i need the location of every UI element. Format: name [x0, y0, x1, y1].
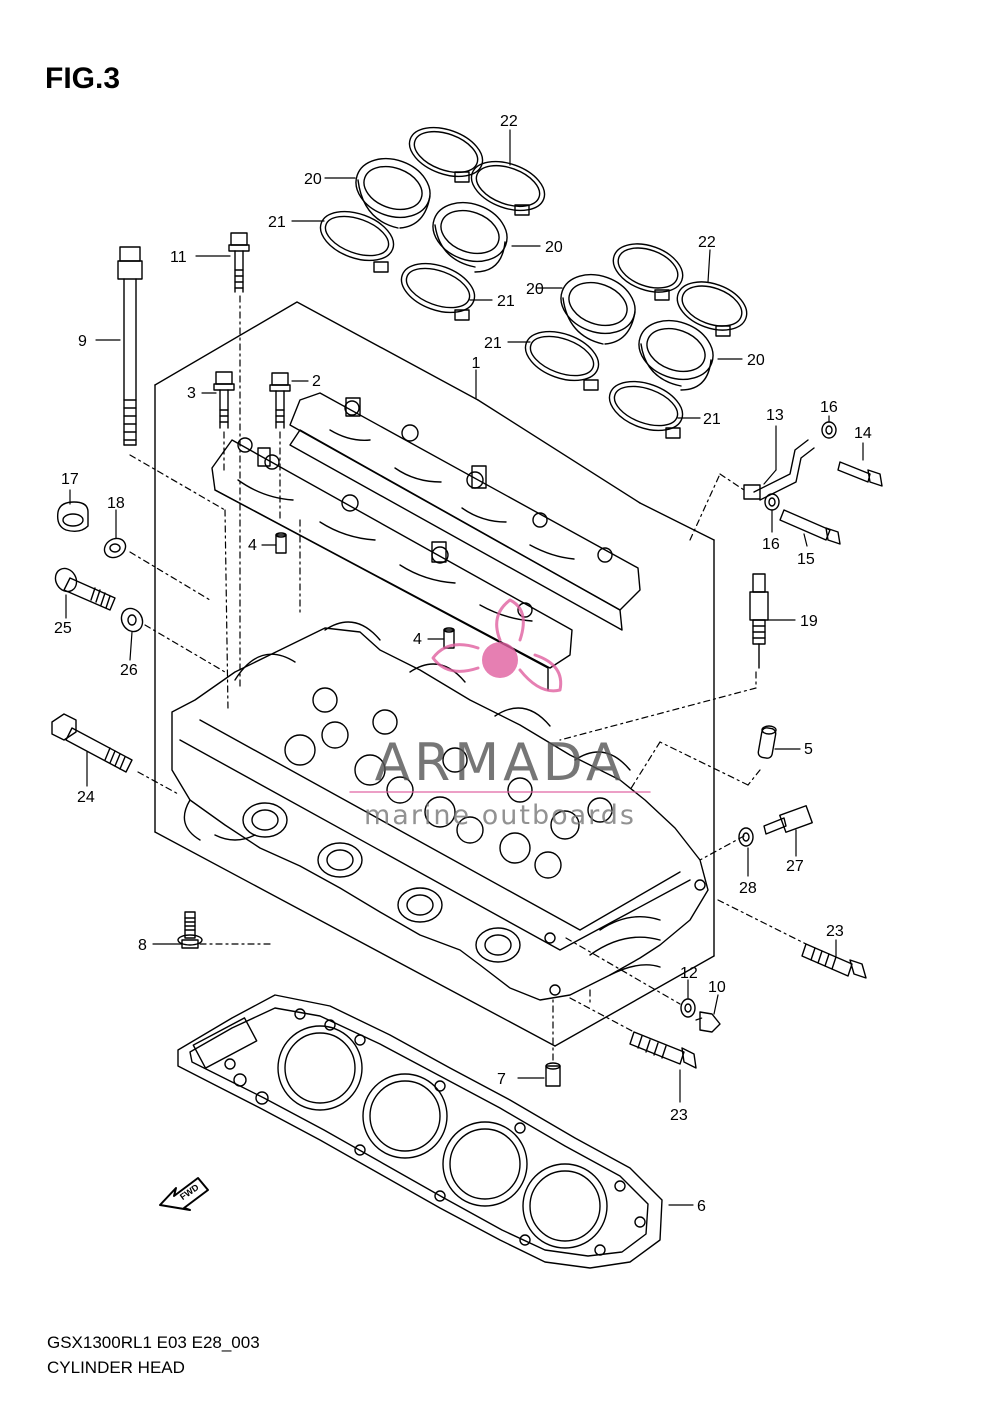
- callout-20d: 20: [747, 352, 765, 369]
- callout-9: 9: [78, 333, 87, 350]
- bolt-23b: [629, 1031, 697, 1069]
- dowel-pin-4a: [275, 532, 287, 554]
- callout-21b: 21: [497, 293, 515, 310]
- callout-13: 13: [766, 407, 784, 424]
- watermark: ARMADA marine outboards: [349, 598, 651, 831]
- callout-11: 11: [170, 249, 187, 266]
- assembly-boundary-box: [154, 301, 715, 1047]
- callout-17: 17: [61, 471, 79, 488]
- bolt-9: [117, 246, 143, 446]
- bolt-11: [228, 232, 250, 293]
- callout-21c: 21: [484, 335, 502, 352]
- callout-22a: 22: [500, 113, 518, 130]
- fwd-arrow-icon: FWD: [159, 1177, 209, 1211]
- callout-14: 14: [854, 425, 872, 442]
- callout-26: 26: [120, 662, 138, 679]
- section-name: CYLINDER HEAD: [47, 1358, 185, 1377]
- oil-pipe-13: [743, 439, 815, 501]
- callout-21a: 21: [268, 214, 286, 231]
- sensor-27: [763, 805, 813, 835]
- dowel-pin-7: [545, 1062, 561, 1087]
- bolt-8: [177, 911, 203, 949]
- watermark-tagline: marine outboards: [364, 800, 636, 831]
- cylinder-head-body: [171, 621, 709, 1001]
- callout-24: 24: [77, 789, 95, 806]
- callout-8: 8: [138, 937, 147, 954]
- watermark-logo-icon: [431, 598, 563, 693]
- leader-lines: [65, 129, 864, 1206]
- callout-16b: 16: [762, 536, 780, 553]
- callout-18: 18: [107, 495, 125, 512]
- head-gasket: [177, 994, 663, 1269]
- washer-12: [680, 998, 696, 1018]
- callout-20a: 20: [304, 171, 322, 188]
- callout-22b: 22: [698, 234, 716, 251]
- callout-27: 27: [786, 858, 804, 875]
- callout-16a: 16: [820, 399, 838, 416]
- callout-19: 19: [800, 613, 818, 630]
- bolt-24: [51, 713, 133, 773]
- callout-25: 25: [54, 620, 72, 637]
- callout-23b: 23: [670, 1107, 688, 1124]
- callout-3: 3: [187, 385, 196, 402]
- callout-10: 10: [708, 979, 726, 996]
- bolt-23a: [801, 943, 867, 979]
- bolt-10: [699, 1011, 721, 1033]
- intake-pipes-group-2: [524, 243, 748, 439]
- figure-title: FIG.3: [45, 62, 121, 95]
- bolt-25: [54, 567, 116, 611]
- callout-23a: 23: [826, 923, 844, 940]
- callout-7: 7: [497, 1071, 506, 1088]
- washer-18: [103, 537, 127, 559]
- callout-labels: 1 2 3 4 4 5 6 7 8 9 10 11 12 13 14 15 16…: [54, 113, 872, 1215]
- model-code: GSX1300RL1 E03 E28_003: [47, 1333, 260, 1352]
- callout-12: 12: [680, 965, 698, 982]
- intake-pipes-group-1: [319, 126, 546, 321]
- callout-28: 28: [739, 880, 757, 897]
- callout-2: 2: [312, 373, 321, 390]
- callout-1: 1: [472, 355, 481, 372]
- bolt-3: [213, 371, 235, 429]
- bolt-2: [269, 372, 291, 429]
- spark-plug-19: [749, 573, 769, 669]
- plug-17: [56, 501, 89, 533]
- callout-6: 6: [697, 1198, 706, 1215]
- callout-21d: 21: [703, 411, 721, 428]
- union-bolt-14: [837, 461, 883, 487]
- callout-20b: 20: [545, 239, 563, 256]
- guide-5: [757, 725, 777, 759]
- callout-4b: 4: [413, 631, 422, 648]
- callout-4a: 4: [248, 537, 257, 554]
- callout-5: 5: [804, 741, 813, 758]
- callout-15: 15: [797, 551, 815, 568]
- washer-26: [120, 607, 144, 633]
- callout-20c: 20: [526, 281, 544, 298]
- union-bolt-15: [779, 509, 841, 545]
- watermark-brand: ARMADA: [375, 733, 626, 793]
- camshaft-holder: [211, 392, 641, 691]
